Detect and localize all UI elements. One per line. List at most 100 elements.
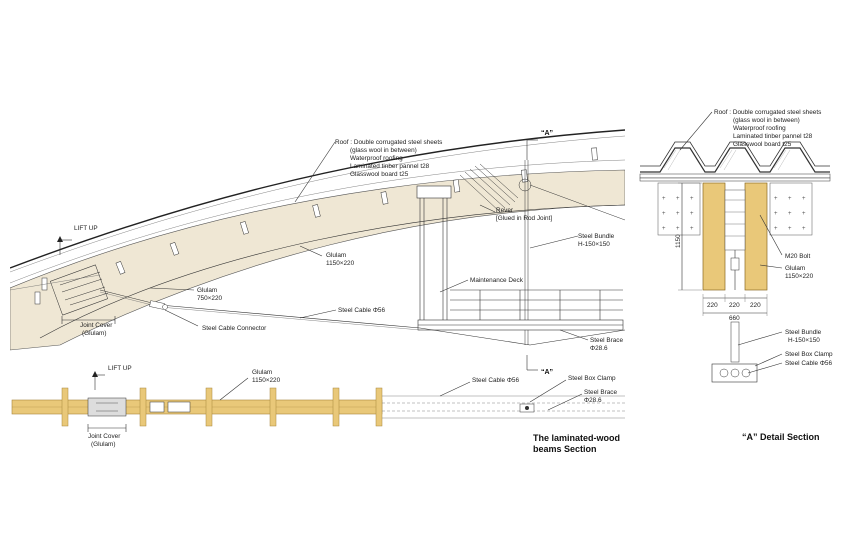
- detail-steel-box-clamp-note: Steel Box Clamp: [754, 351, 833, 367]
- svg-text:Glulam: Glulam: [785, 265, 805, 272]
- svg-text:+: +: [802, 211, 806, 217]
- maintenance-deck-note: Maintenance Deck: [439, 277, 524, 293]
- svg-text:Φ28.6: Φ28.6: [584, 397, 602, 404]
- svg-text:Rever: Rever: [496, 207, 514, 214]
- svg-text:[Glued in Rod Joint]: [Glued in Rod Joint]: [496, 215, 552, 222]
- glulam-plan-note: Glulam 1150×220: [219, 369, 281, 401]
- svg-text:+: +: [662, 196, 666, 202]
- section-mark-bottom: “A”: [526, 355, 553, 376]
- svg-text:Φ28.6: Φ28.6: [590, 345, 608, 352]
- plan-title-line2: beams Section: [533, 444, 597, 454]
- lift-up-marker-top: LIFT UP: [57, 225, 98, 255]
- svg-text:Maintenance Deck: Maintenance Deck: [470, 277, 524, 284]
- rever-note: Rever [Glued in Rod Joint]: [479, 204, 552, 222]
- svg-text:Glulam: Glulam: [197, 287, 217, 294]
- steel-cable-connector-note: Steel Cable Connector: [164, 309, 267, 332]
- svg-text:+: +: [662, 226, 666, 232]
- dim-height: 1150: [675, 234, 682, 248]
- svg-text:750×220: 750×220: [197, 295, 223, 302]
- steel-bundle-note: Steel Bundle H-150×150: [529, 233, 615, 249]
- svg-text:M20 Bolt: M20 Bolt: [785, 253, 810, 260]
- detail-roof-note: Roof : Double corrugated steel sheets (g…: [679, 109, 821, 151]
- svg-text:Steel Cable Connector: Steel Cable Connector: [202, 325, 267, 332]
- section-mark-top: “A”: [526, 130, 553, 160]
- svg-text:1150×220: 1150×220: [785, 273, 814, 280]
- steel-brace-note-top: Steel Brace Φ28.6: [559, 329, 623, 352]
- joint-area: [34, 264, 109, 316]
- steel-box-clamp-plan-note: Steel Box Clamp: [529, 375, 616, 403]
- svg-text:H-150×150: H-150×150: [788, 337, 820, 344]
- roof-line: [10, 129, 625, 269]
- svg-text:Waterproof roofing: Waterproof roofing: [733, 125, 786, 132]
- roof-line-3: Waterproof roofing: [350, 155, 403, 162]
- joint-cover-note-top: Joint Cover (Glulam): [61, 316, 116, 337]
- dim-220-c: 220: [750, 302, 761, 309]
- lift-up-label-plan: LIFT UP: [108, 365, 132, 372]
- svg-text:Steel Cable Φ56: Steel Cable Φ56: [785, 360, 832, 367]
- svg-text:+: +: [676, 196, 680, 202]
- svg-text:Steel Bundle: Steel Bundle: [578, 233, 615, 240]
- svg-text:Joint Cover: Joint Cover: [80, 322, 113, 329]
- roof-line-4: Laminated tinber pannel t28: [350, 163, 430, 170]
- svg-text:1150×220: 1150×220: [326, 260, 355, 267]
- svg-text:+: +: [788, 196, 792, 202]
- steel-brace-plan-note: Steel Brace Φ28.6: [547, 389, 617, 411]
- svg-text:Steel Brace: Steel Brace: [590, 337, 623, 344]
- svg-text:Steel Cable Φ56: Steel Cable Φ56: [338, 307, 385, 314]
- detail-glulam-note: Glulam 1150×220: [759, 264, 814, 280]
- svg-text:+: +: [802, 226, 806, 232]
- svg-text:Joint Cover: Joint Cover: [88, 433, 121, 440]
- detail-steel-bundle-note: Steel Bundle H-150×150: [737, 329, 822, 346]
- steel-cable-note: Steel Cable Φ56: [299, 307, 385, 319]
- svg-text:+: +: [676, 211, 680, 217]
- svg-text:+: +: [774, 196, 778, 202]
- svg-text:Roof : Double corrugated steel: Roof : Double corrugated steel sheets: [714, 109, 821, 116]
- svg-text:Steel Box Clamp: Steel Box Clamp: [785, 351, 833, 358]
- roof-line-5: Glasswool board t25: [350, 171, 409, 178]
- svg-text:Glasswool board t25: Glasswool board t25: [733, 141, 792, 148]
- svg-text:+: +: [690, 196, 694, 202]
- svg-text:“A”: “A”: [541, 130, 553, 137]
- rever-detail: [459, 160, 625, 345]
- lift-up-label-top: LIFT UP: [74, 225, 98, 232]
- detail-section: +++ +++ +++ +++ +++ +++ 1150 22: [639, 141, 831, 383]
- svg-text:+: +: [774, 226, 778, 232]
- glued-rods: [115, 147, 598, 275]
- corrugated-roof: [640, 147, 830, 173]
- svg-text:+: +: [774, 211, 778, 217]
- glulam-upper-note: Glulam 1150×220: [299, 245, 355, 267]
- steel-cable-plan-note: Steel Cable Φ56: [439, 377, 519, 397]
- svg-text:Steel Bundle: Steel Bundle: [785, 329, 822, 336]
- svg-text:(glass wool in between): (glass wool in between): [733, 117, 800, 124]
- glulam-beam-left: [702, 182, 726, 291]
- dim-220-b: 220: [729, 302, 740, 309]
- roof-note: Roof : Double corrugated steel sheets (g…: [294, 139, 442, 203]
- joint-cover-plan-note: Joint Cover (Glulam): [87, 424, 127, 448]
- svg-text:Steel Cable Φ56: Steel Cable Φ56: [472, 377, 519, 384]
- svg-text:Steel Brace: Steel Brace: [584, 389, 617, 396]
- steel-cable: [99, 289, 625, 346]
- svg-text:Steel Box Clamp: Steel Box Clamp: [568, 375, 616, 382]
- svg-text:Glulam: Glulam: [252, 369, 272, 376]
- dim-660: 660: [729, 315, 740, 322]
- svg-text:“A”: “A”: [541, 369, 553, 376]
- svg-text:H-150×150: H-150×150: [578, 241, 610, 248]
- glulam-beam-right: [744, 182, 768, 291]
- detail-steel-cable-note: Steel Cable Φ56: [747, 360, 832, 374]
- glulam-lower-note: Glulam 750×220: [149, 287, 223, 302]
- plan-section: [11, 387, 625, 427]
- main-elevation: [10, 129, 625, 351]
- svg-text:Glulam: Glulam: [326, 252, 346, 259]
- svg-text:+: +: [788, 226, 792, 232]
- svg-text:1150×220: 1150×220: [252, 377, 281, 384]
- svg-text:+: +: [788, 211, 792, 217]
- lift-up-marker-plan: LIFT UP: [92, 365, 132, 390]
- svg-text:(Glulam): (Glulam): [91, 441, 116, 448]
- plan-title-line1: The laminated-wood: [533, 433, 620, 443]
- svg-text:Laminated tinber pannel t28: Laminated tinber pannel t28: [733, 133, 813, 140]
- maintenance-deck-frame: [416, 185, 624, 331]
- roof-line-2: (glass wool in between): [350, 147, 417, 154]
- dim-220-a: 220: [707, 302, 718, 309]
- svg-text:+: +: [662, 211, 666, 217]
